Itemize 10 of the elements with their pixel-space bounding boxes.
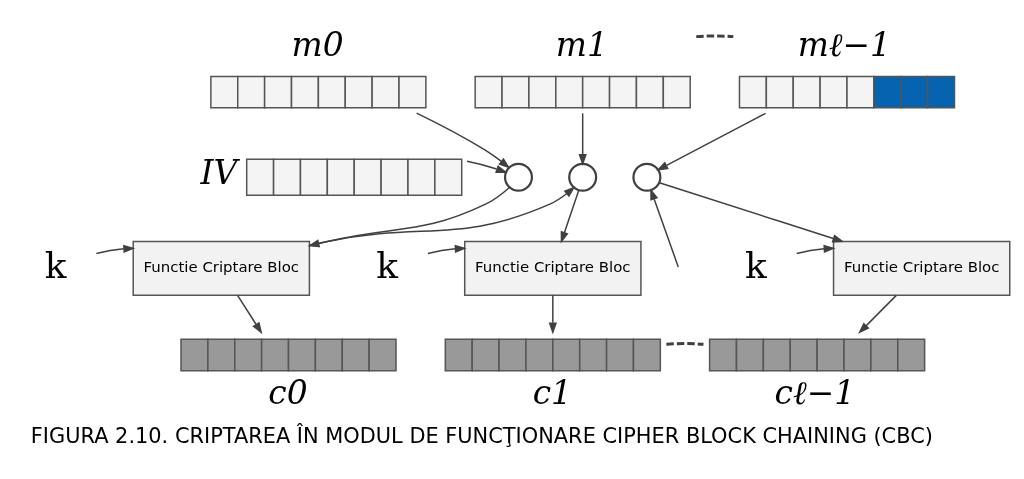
node-text: k (744, 244, 767, 286)
node-label: c0 (267, 373, 308, 412)
node-label: m1 (555, 25, 608, 64)
node-label: cℓ−1 (774, 373, 855, 412)
caption: FIGURA 2.10. CRIPTAREA ÎN MODUL DE FUNCŢIONARE CIPHER BLOCK CHAINING (CBC) (30, 423, 933, 448)
node-label: m0 (291, 25, 344, 64)
node-text: k (44, 244, 66, 286)
node-label: mℓ−1 (797, 25, 891, 64)
node-label: c1 (532, 373, 572, 412)
node-text: k (375, 244, 398, 286)
